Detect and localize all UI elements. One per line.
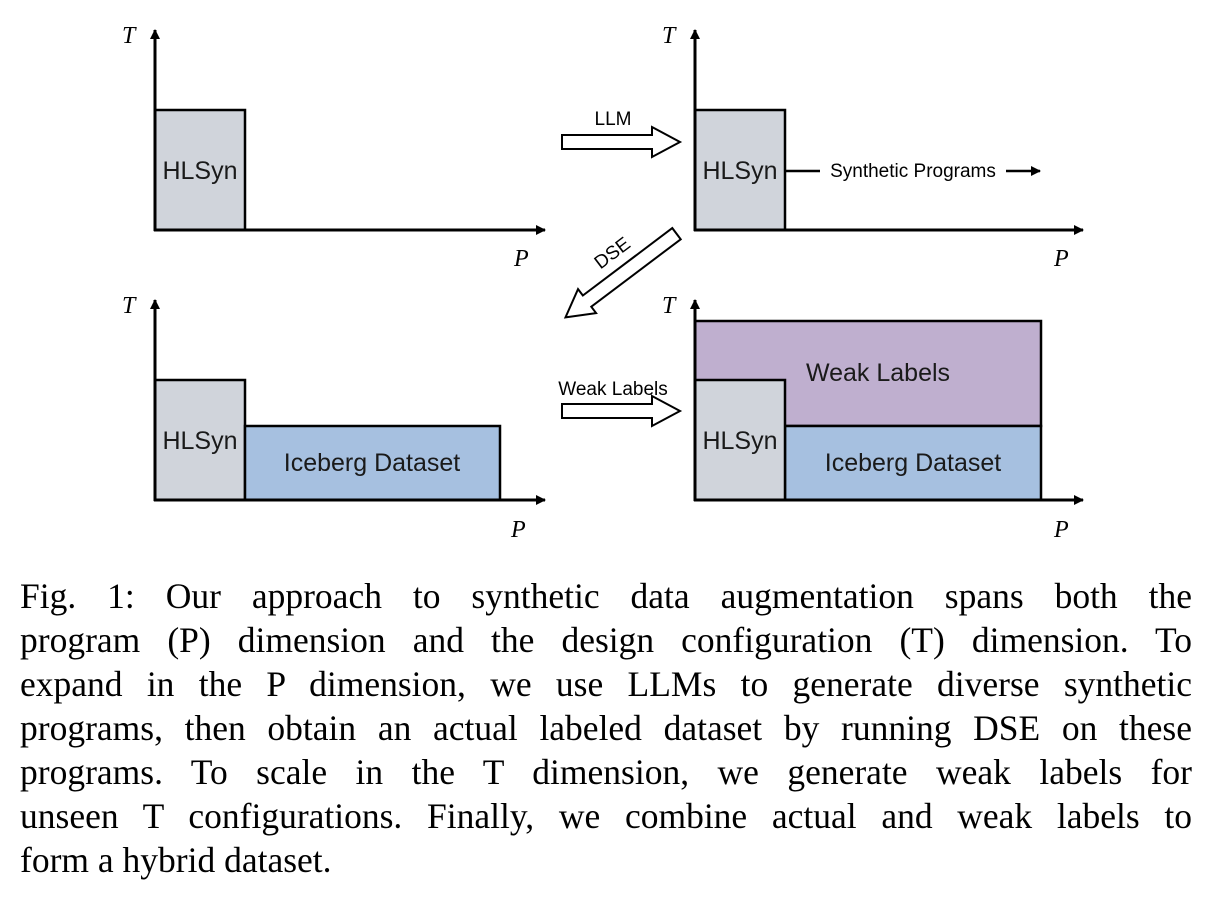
hlsyn-label: HLSyn: [702, 157, 777, 185]
caption-line: form a hybrid dataset.: [20, 840, 332, 880]
dse-hollow-arrow-icon: [563, 226, 683, 319]
caption-line: programs, then obtain an actual labeled …: [20, 708, 1192, 748]
p-axis-label: P: [510, 517, 526, 543]
hlsyn-box: [693, 378, 787, 502]
caption-line: program (P) dimension and the design con…: [20, 620, 1192, 660]
p-axis-label: P: [1053, 246, 1069, 272]
caption-line: expand in the P dimension, we use LLMs t…: [20, 664, 1192, 704]
synthetic-programs-label: Synthetic Programs: [830, 161, 996, 182]
llm-arrow: LLM: [561, 109, 683, 159]
weak-labels-arrow: Weak Labels: [558, 379, 683, 428]
hlsyn-label: HLSyn: [702, 427, 777, 455]
t-axis-label: T: [662, 23, 677, 49]
iceberg-box: [243, 424, 502, 502]
t-axis-label: T: [662, 293, 677, 319]
iceberg-label: Iceberg Dataset: [825, 449, 1002, 477]
iceberg-label: Iceberg Dataset: [284, 449, 461, 477]
hlsyn-label: HLSyn: [162, 427, 237, 455]
weak-labels-hollow-arrow-icon: [561, 394, 683, 428]
caption-line: Fig. 1: Our approach to synthetic data a…: [20, 576, 1192, 616]
caption-line: programs. To scale in the T dimension, w…: [20, 752, 1192, 792]
hlsyn-label: HLSyn: [162, 157, 237, 185]
panel-bottom-right: Weak Labels Iceberg Dataset HLSyn T P: [662, 293, 1084, 543]
t-axis-label: T: [122, 23, 137, 49]
figure-caption: Fig. 1: Our approach to synthetic data a…: [20, 574, 1192, 882]
t-axis-label: T: [122, 293, 137, 319]
figure-diagram: HLSyn T P HLSyn T P Synthetic Programs H…: [122, 23, 1084, 543]
p-axis-label: P: [513, 246, 529, 272]
p-axis-label: P: [1053, 517, 1069, 543]
panel-top-right: HLSyn T P Synthetic Programs: [662, 23, 1084, 272]
llm-hollow-arrow-icon: [561, 125, 683, 159]
panel-top-left: HLSyn T P: [122, 23, 546, 272]
hlsyn-box: [693, 108, 787, 232]
iceberg-box: [783, 424, 1043, 502]
llm-arrow-label: LLM: [595, 109, 632, 130]
caption-line: unseen T configurations. Finally, we com…: [20, 796, 1192, 836]
panel-bottom-left: HLSyn Iceberg Dataset T P: [122, 293, 546, 543]
weak-labels-arrow-label: Weak Labels: [558, 379, 668, 400]
weak-labels-label: Weak Labels: [806, 359, 950, 387]
